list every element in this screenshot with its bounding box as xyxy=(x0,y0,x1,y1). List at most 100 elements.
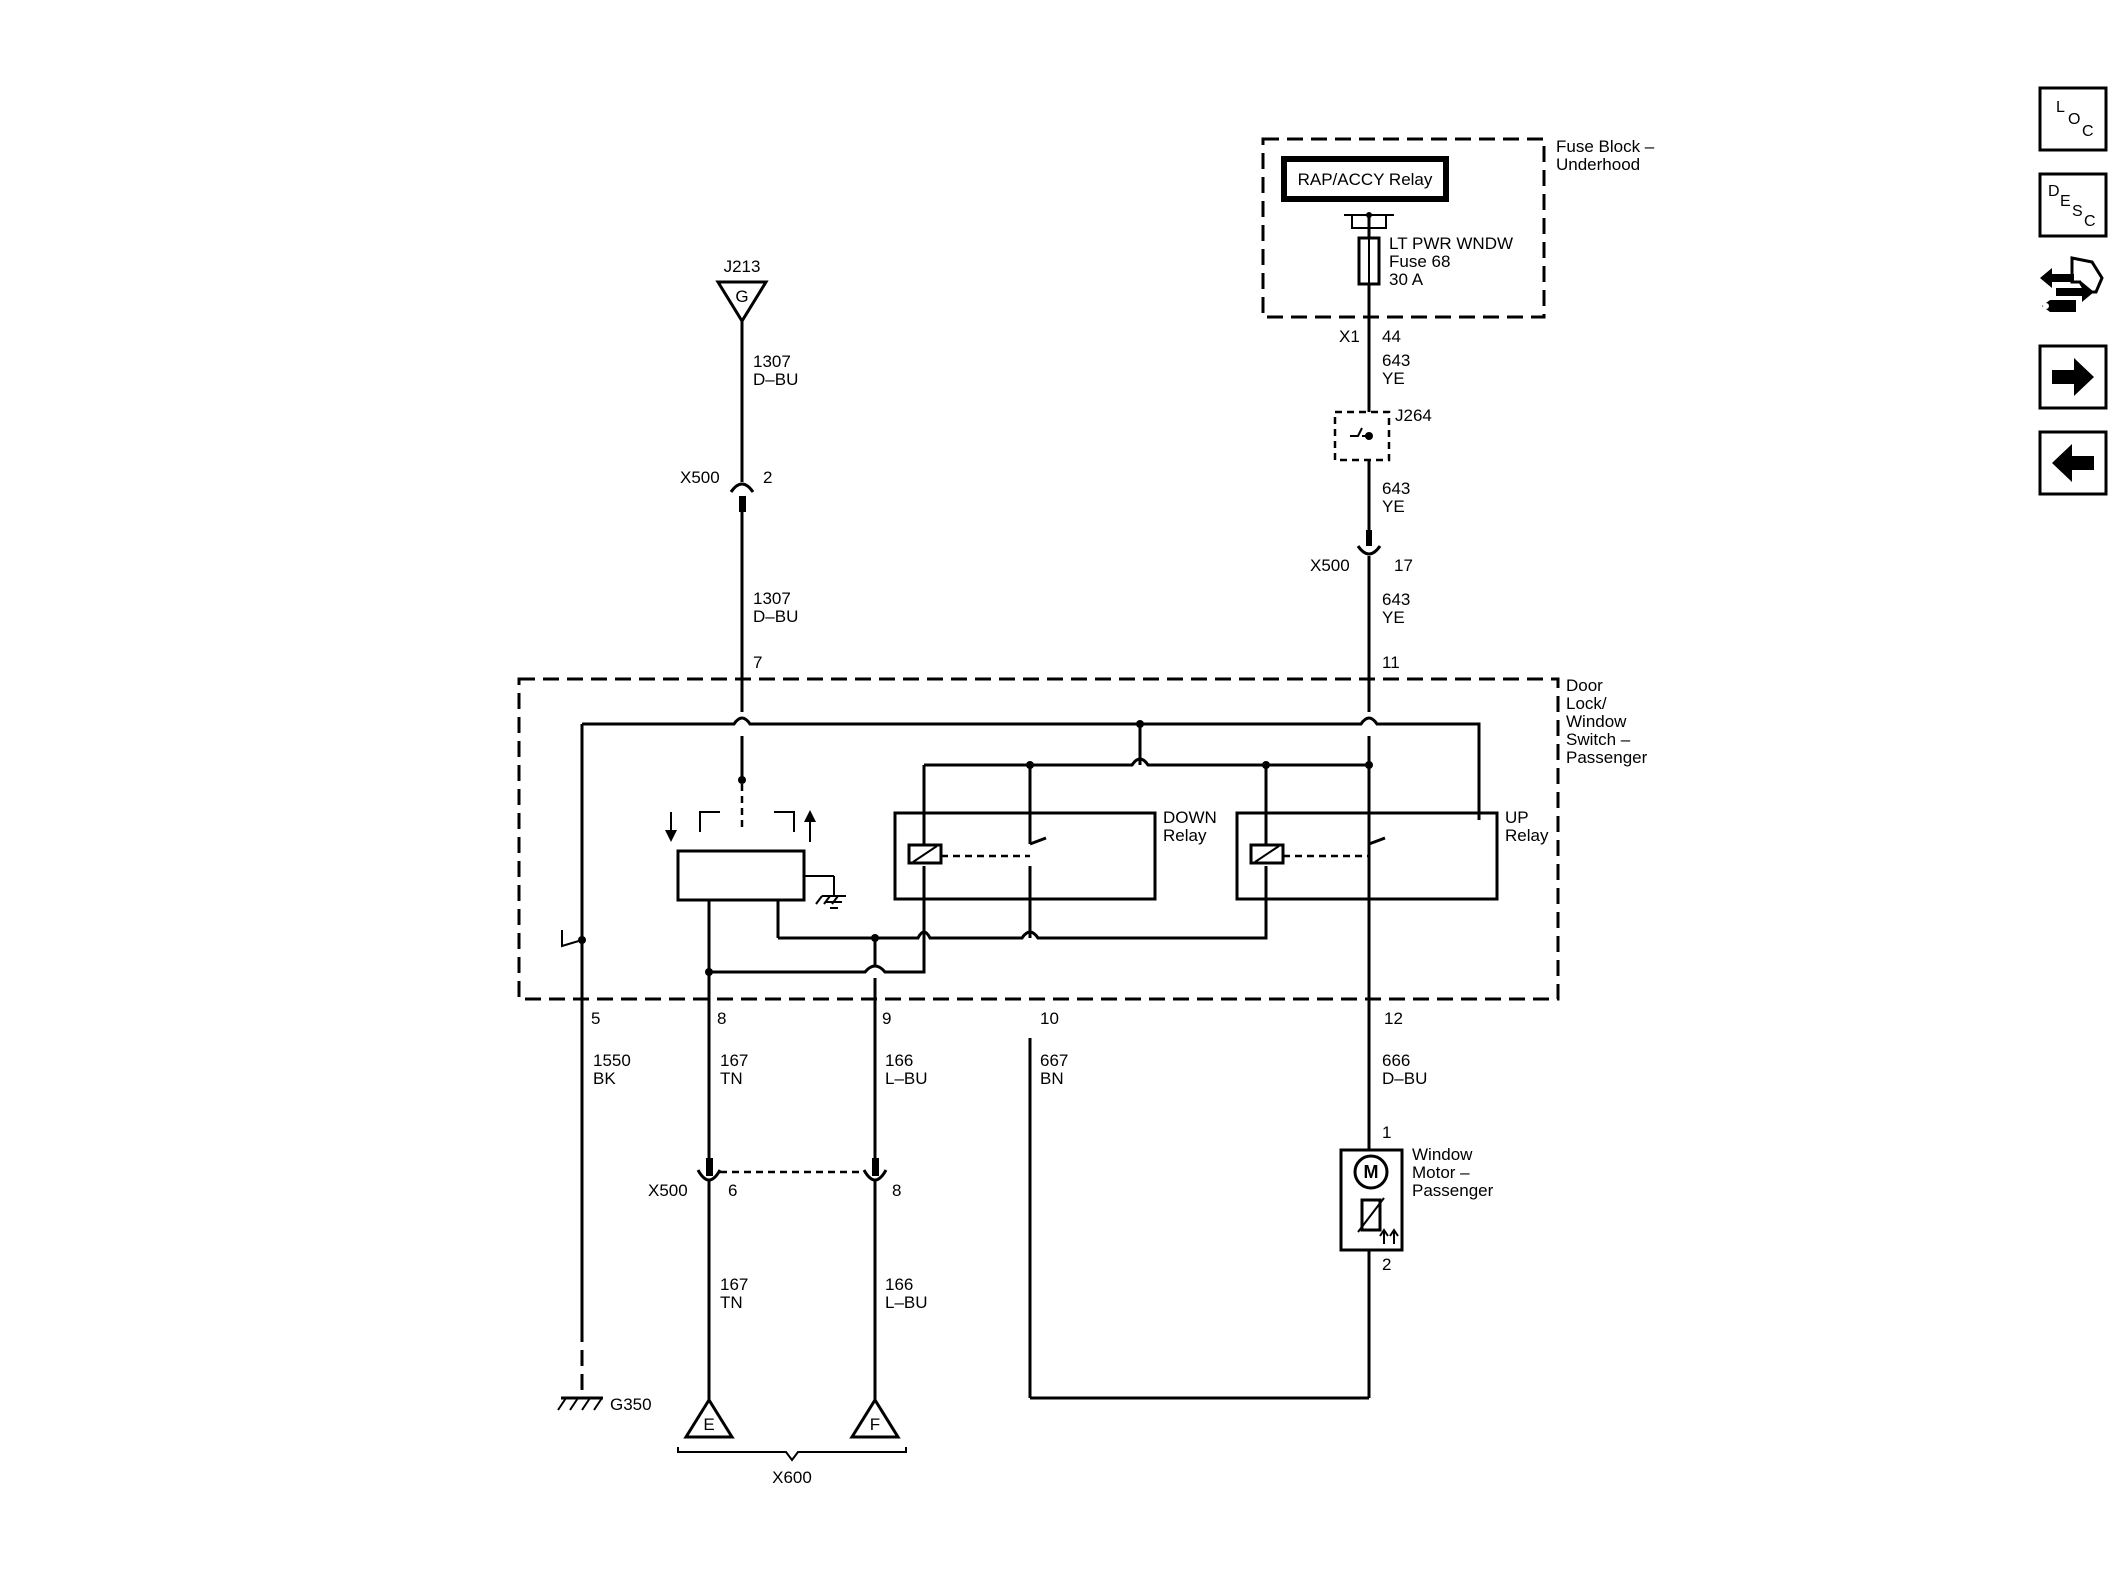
switch-title-2: Lock/ xyxy=(1566,694,1607,713)
down-relay-box xyxy=(893,811,1157,901)
j213-label: J213 xyxy=(724,257,761,276)
down-relay-label-2: Relay xyxy=(1163,826,1207,845)
wire-1307-a-circuit: 1307 xyxy=(753,352,791,371)
wire-643-b-circuit: 643 xyxy=(1382,479,1410,498)
rap-accy-relay-box xyxy=(1281,156,1449,202)
door-lock-window-switch-passenger: Door Lock/ Window Switch – Passenger xyxy=(517,676,1648,1038)
wire-643-c-circuit: 643 xyxy=(1382,590,1410,609)
down-relay-label-1: DOWN xyxy=(1163,808,1217,827)
switch-pin-7: 7 xyxy=(753,653,762,672)
loc-letter-l: L xyxy=(2056,99,2065,116)
wire-666-circuit: 666 xyxy=(1382,1051,1410,1070)
wire-167-b-circuit: 167 xyxy=(720,1275,748,1294)
switch-pin-11: 11 xyxy=(1382,653,1400,672)
fuse-rating: 30 A xyxy=(1389,270,1424,289)
motor-title-3: Passenger xyxy=(1412,1181,1494,1200)
offpage-e: E xyxy=(683,1397,735,1439)
loc-letter-o: O xyxy=(2068,111,2080,128)
ground-label: G350 xyxy=(610,1395,652,1414)
x500-top-pin: 2 xyxy=(763,468,772,487)
switch-title-4: Switch – xyxy=(1566,730,1631,749)
fuse-block-title-2: Underhood xyxy=(1556,155,1640,174)
x600-label: X600 xyxy=(772,1468,812,1487)
motor-title-2: Motor – xyxy=(1412,1163,1470,1182)
x600-brace xyxy=(677,1447,907,1462)
offpage-f-letter: F xyxy=(870,1415,880,1434)
wire-667-circuit: 667 xyxy=(1040,1051,1068,1070)
wire-643-c-color: YE xyxy=(1382,608,1405,627)
loc-letter-c: C xyxy=(2082,123,2094,140)
desc-letter-e: E xyxy=(2060,193,2071,210)
switch-title-1: Door xyxy=(1566,676,1603,695)
desc-button[interactable]: D E S C xyxy=(2038,172,2108,238)
fuse-block-title-1: Fuse Block – xyxy=(1556,137,1655,156)
switch-pin-12: 12 xyxy=(1384,1009,1403,1028)
up-relay-box xyxy=(1235,811,1499,901)
rap-accy-relay-label: RAP/ACCY Relay xyxy=(1298,170,1433,189)
j213-letter: G xyxy=(735,287,748,306)
ground-g350-icon xyxy=(557,1396,603,1411)
wire-1307-b-color: D–BU xyxy=(753,607,798,626)
wire-1550-color: BK xyxy=(593,1069,616,1088)
wire-166-a-circuit: 166 xyxy=(885,1051,913,1070)
fuse-id: Fuse 68 xyxy=(1389,252,1450,271)
fuse-name: LT PWR WNDW xyxy=(1389,234,1513,253)
x500-bottom-name: X500 xyxy=(648,1181,688,1200)
fuse-block-underhood: Fuse Block – Underhood RAP/ACCY Relay LT… xyxy=(1261,137,1655,319)
wire-643-a-circuit: 643 xyxy=(1382,351,1410,370)
connector-swap-icon[interactable] xyxy=(2040,256,2104,312)
wire-643-b-color: YE xyxy=(1382,497,1405,516)
x500-pin-6-terminal xyxy=(706,1158,713,1176)
internal-switch-block xyxy=(676,849,806,902)
switch-pin-8: 8 xyxy=(717,1009,726,1028)
desc-letter-c: C xyxy=(2084,213,2096,230)
wire-166-a-color: L–BU xyxy=(885,1069,928,1088)
motor-symbol: M xyxy=(1364,1162,1379,1182)
arrow-right-icon[interactable] xyxy=(2038,344,2108,410)
desc-letter-d: D xyxy=(2048,183,2060,200)
wire-166-b-circuit: 166 xyxy=(885,1275,913,1294)
j264-label: J264 xyxy=(1395,406,1432,425)
switch-title-3: Window xyxy=(1566,712,1627,731)
wire-643-a-color: YE xyxy=(1382,369,1405,388)
motor-title-1: Window xyxy=(1412,1145,1473,1164)
wire-167-a-circuit: 167 xyxy=(720,1051,748,1070)
x500-top-name: X500 xyxy=(680,468,720,487)
x500-pin-2-terminal xyxy=(739,496,746,512)
fuse-conn-x1: X1 xyxy=(1339,327,1360,346)
wire-1307-a-color: D–BU xyxy=(753,370,798,389)
x500-pin-2-connector xyxy=(729,482,755,493)
x500-right-pin: 17 xyxy=(1394,556,1413,575)
offpage-e-letter: E xyxy=(703,1415,714,1434)
x500-pin-17-connector xyxy=(1356,545,1382,556)
wire-666-color: D–BU xyxy=(1382,1069,1427,1088)
switch-pin-5: 5 xyxy=(591,1009,600,1028)
switch-title-5: Passenger xyxy=(1566,748,1648,767)
arrow-left-icon[interactable] xyxy=(2038,430,2108,496)
j264-splice-pack xyxy=(1333,410,1391,462)
x500-pin-8-terminal xyxy=(872,1158,879,1176)
wire-1307-b-circuit: 1307 xyxy=(753,589,791,608)
up-relay-label-2: Relay xyxy=(1505,826,1549,845)
wire-667-color: BN xyxy=(1040,1069,1064,1088)
desc-letter-s: S xyxy=(2072,203,2083,220)
j213-offpage-g: J213 G xyxy=(715,257,769,324)
wire-166-b-color: L–BU xyxy=(885,1293,928,1312)
x500-bottom-pin-8: 8 xyxy=(892,1181,901,1200)
x500-right-name: X500 xyxy=(1310,556,1350,575)
switch-pin-10: 10 xyxy=(1040,1009,1059,1028)
switch-pin-9: 9 xyxy=(882,1009,891,1028)
motor-pin-2: 2 xyxy=(1382,1255,1391,1274)
window-motor-passenger: M xyxy=(1339,1148,1404,1252)
motor-pin-1: 1 xyxy=(1382,1123,1391,1142)
wire-1550-circuit: 1550 xyxy=(593,1051,631,1070)
x500-bottom-pin-6: 6 xyxy=(728,1181,737,1200)
offpage-f: F xyxy=(849,1397,901,1439)
up-relay-label-1: UP xyxy=(1505,808,1529,827)
fuse-pin-44: 44 xyxy=(1382,327,1401,346)
wire-167-a-color: TN xyxy=(720,1069,743,1088)
wire-167-b-color: TN xyxy=(720,1293,743,1312)
x500-pin-17-terminal xyxy=(1366,530,1372,546)
loc-button[interactable]: L O C xyxy=(2038,86,2108,152)
